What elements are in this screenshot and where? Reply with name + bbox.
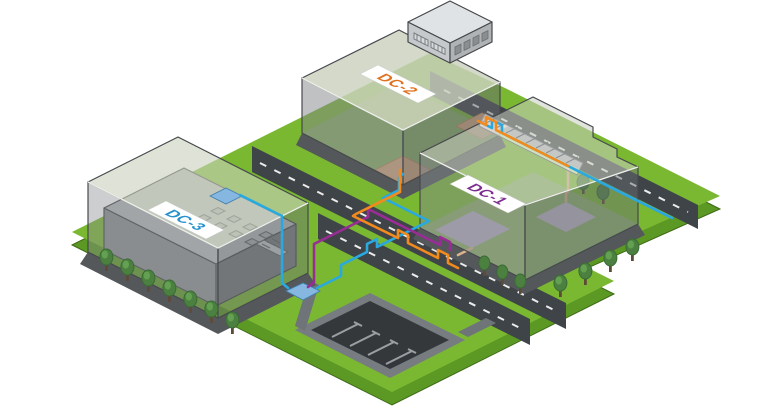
- tree: [514, 273, 527, 294]
- tan-cable-to-large-pad: [456, 246, 474, 257]
- dc3-blue-ground-pad: [285, 282, 321, 301]
- dc3-roof-vent: [254, 238, 290, 257]
- road-north-centerline: [443, 89, 689, 213]
- path-to-exit-road: [458, 318, 496, 337]
- tree: [496, 264, 509, 285]
- orange-cable-dc2-tray-to-dc1: [476, 115, 570, 168]
- tree: [225, 311, 240, 334]
- dc3-roof-rim: [87, 181, 309, 249]
- tree: [204, 300, 219, 323]
- parking-space-marks: [331, 321, 417, 365]
- tree: [99, 248, 114, 271]
- tree: [120, 258, 135, 281]
- tree: [553, 274, 568, 297]
- tree: [603, 249, 618, 272]
- orange-cable-dc2-to-dc1: [351, 168, 460, 270]
- dc2-penthouse-roof: [407, 0, 493, 44]
- dc1-apron: [413, 224, 645, 294]
- dc1-floor: [420, 172, 638, 280]
- tree: [625, 238, 640, 261]
- road-lower-avenue: [318, 213, 530, 345]
- building-dc2: DC-2: [301, 0, 501, 186]
- tree: [578, 262, 593, 285]
- dc2-penthouse-windows: [454, 29, 489, 56]
- dc3-apron: [80, 252, 316, 334]
- dc2-roof-rim: [301, 77, 501, 131]
- trees-dc1: [478, 238, 640, 297]
- tree: [141, 269, 156, 292]
- tree: [183, 290, 198, 313]
- dc1-lavender-pad-large: [435, 211, 510, 248]
- tree: [162, 279, 177, 302]
- building-dc3: DC-3: [87, 136, 309, 319]
- dc1-lavender-pad-small: [536, 202, 596, 232]
- road-lower-centerline: [325, 230, 523, 330]
- blue-cable-dc3-roof-drop: [238, 193, 290, 290]
- dc2-penthouse-vents: [413, 32, 446, 56]
- trees-dc3-row: [99, 248, 240, 334]
- dc1-roof-rim: [419, 152, 639, 206]
- network-cables: [306, 115, 674, 290]
- dc2-penthouse: [407, 0, 493, 64]
- tree: [478, 255, 491, 276]
